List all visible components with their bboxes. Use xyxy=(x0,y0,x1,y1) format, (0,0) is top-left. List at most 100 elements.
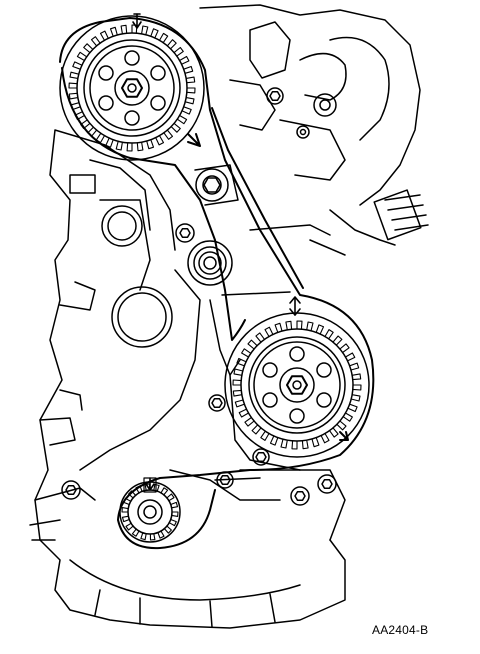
sprocket-tooth xyxy=(158,32,169,44)
sprocket-tooth xyxy=(120,24,128,35)
sprocket-tooth xyxy=(306,321,314,332)
sprocket-tooth xyxy=(105,137,114,148)
sprocket-tooth xyxy=(99,30,109,41)
intake-manifold xyxy=(199,4,429,256)
sprocket-tooth xyxy=(336,420,347,431)
sprocket-tooth xyxy=(153,483,160,492)
sprocket-tooth xyxy=(160,487,169,496)
sprocket-tooth xyxy=(320,432,330,444)
sprocket-tooth xyxy=(68,92,79,100)
sprocket-tooth xyxy=(131,528,140,537)
sprocket-tooth xyxy=(123,497,132,506)
sprocket-tooth xyxy=(69,71,80,79)
engine-block xyxy=(29,129,346,629)
sprocket-tooth xyxy=(76,51,88,62)
sprocket-tooth xyxy=(155,135,165,146)
sprocket-tooth xyxy=(150,28,159,39)
sprocket-tooth xyxy=(183,65,194,74)
sprocket-tooth xyxy=(90,36,101,47)
sprocket-tooth xyxy=(68,82,78,89)
sprocket-tooth xyxy=(149,533,156,541)
sprocket-tooth xyxy=(186,87,196,94)
timing-mark-arrow xyxy=(132,13,201,147)
sprocket-tooth xyxy=(232,379,242,386)
sprocket-tooth xyxy=(146,139,155,150)
sprocket-tooth xyxy=(128,490,137,499)
timing-mark-arrow xyxy=(145,477,155,491)
belt-tensioner xyxy=(194,164,239,206)
sprocket-tooth xyxy=(83,43,94,54)
sprocket-tooth xyxy=(171,511,179,517)
sprocket-tooth xyxy=(238,408,250,418)
sprocket-tooth xyxy=(350,394,361,402)
sprocket-tooth xyxy=(184,97,195,105)
sprocket-tooth xyxy=(95,132,106,144)
sprocket-tooth xyxy=(170,501,179,509)
sprocket-tooth xyxy=(349,362,360,371)
sprocket-tooth xyxy=(352,384,362,391)
sprocket-tooth xyxy=(176,114,188,125)
sprocket-tooth xyxy=(163,525,172,534)
sprocket-tooth xyxy=(344,352,356,362)
sprocket-tooth xyxy=(234,399,245,408)
sprocket-tooth xyxy=(342,412,353,422)
sprocket-tooth xyxy=(185,76,196,84)
sprocket-tooth xyxy=(233,368,244,376)
mounting-bolts xyxy=(61,87,337,506)
sprocket-tooth xyxy=(244,416,255,427)
sprocket-tooth xyxy=(135,485,143,494)
sprocket-tooth xyxy=(109,26,118,37)
sprocket-tooth xyxy=(70,102,81,111)
sprocket-tooth xyxy=(311,437,320,448)
sprocket-tooth xyxy=(121,507,129,513)
sprocket-tooth xyxy=(280,438,288,449)
sprocket-tooth xyxy=(166,493,175,502)
sprocket-tooth xyxy=(241,348,252,358)
sprocket-tooth xyxy=(232,389,243,397)
timing-mark-arrow xyxy=(289,296,349,441)
sprocket-tooth xyxy=(260,430,270,441)
sprocket-tooth xyxy=(125,522,134,531)
sprocket-tooth xyxy=(115,140,123,151)
sprocket-tooth xyxy=(251,424,262,435)
sprocket-tooth xyxy=(141,25,149,36)
sprocket-tooth xyxy=(136,141,144,152)
sprocket-tooth xyxy=(236,357,247,367)
sprocket-tooth xyxy=(315,324,325,335)
figure-id-label: AA2404-B xyxy=(372,623,429,637)
timing-belt xyxy=(59,17,375,550)
sprocket-tooth xyxy=(255,332,266,343)
sprocket-tooth xyxy=(157,530,165,539)
sprocket-tooth xyxy=(301,439,309,450)
sprocket-tooth xyxy=(170,122,181,133)
sprocket-tooth xyxy=(247,339,258,350)
camshaft-sprocket-left xyxy=(59,15,205,161)
sprocket-tooth xyxy=(296,320,303,330)
sprocket-tooth xyxy=(181,106,192,115)
sprocket-tooth xyxy=(80,119,91,130)
sprocket-tooth xyxy=(166,39,177,50)
sprocket-tooth xyxy=(87,126,98,137)
sprocket-tooth xyxy=(121,515,130,523)
sprocket-tooth xyxy=(328,427,339,438)
sprocket-tooth xyxy=(72,61,83,70)
sprocket-tooth xyxy=(339,343,350,354)
sprocket-tooth xyxy=(347,403,358,413)
sprocket-tooth xyxy=(140,532,147,541)
sprocket-tooth xyxy=(324,329,334,340)
sprocket-tooth xyxy=(74,111,85,121)
sprocket-tooth xyxy=(291,440,298,450)
sprocket-tooth xyxy=(126,142,133,152)
idler-pulley xyxy=(187,240,233,286)
sprocket-tooth xyxy=(163,129,174,140)
sprocket-tooth xyxy=(264,326,274,338)
sprocket-tooth xyxy=(332,335,343,346)
sprocket-tooth xyxy=(173,46,184,57)
sprocket-tooth xyxy=(179,55,190,65)
sprocket-tooth xyxy=(168,518,177,527)
sprocket-tooth xyxy=(285,320,293,331)
camshaft-sprocket-right xyxy=(224,312,370,458)
sprocket-tooth xyxy=(274,322,283,333)
